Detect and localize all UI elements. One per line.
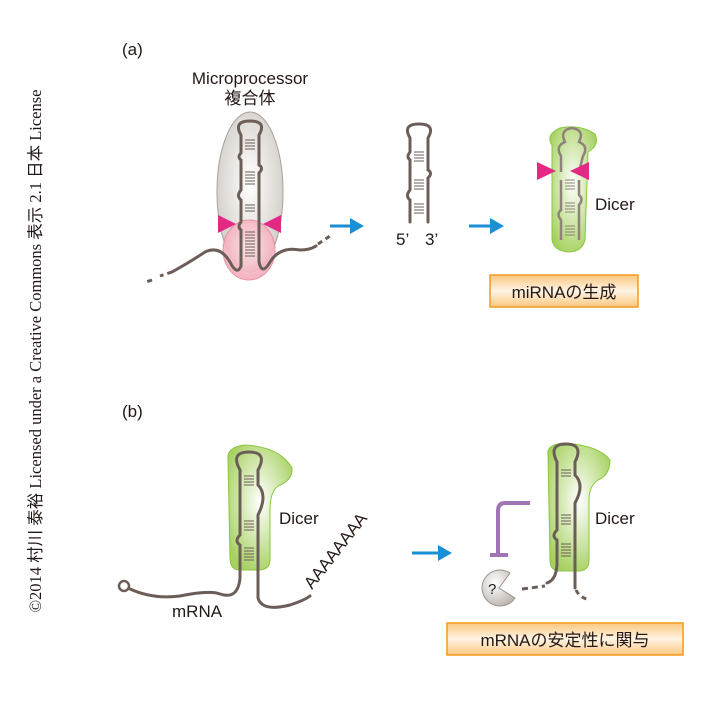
unknown-factor: ?	[481, 569, 546, 607]
pri-mirna-strand	[170, 119, 318, 274]
panel-b-label: (b)	[122, 402, 143, 421]
base-pairs	[245, 139, 255, 257]
unknown-factor-body	[481, 569, 516, 607]
arrow-a2	[469, 218, 504, 234]
mirna-generation-text: miRNAの生成	[512, 283, 617, 302]
mrna-stability-text: mRNAの安定性に関与	[480, 631, 649, 650]
dicer-label-b-right: Dicer	[595, 509, 635, 528]
dicer-mrna-complex	[117, 444, 312, 609]
pre-mirna-hairpin	[406, 122, 432, 224]
dicer-a	[537, 126, 597, 253]
mrna-strand	[122, 450, 312, 609]
three-prime-label: 3’	[425, 230, 438, 249]
microprocessor-label: Microprocessor	[192, 69, 309, 88]
cleavage-marker-left	[218, 215, 236, 233]
dicer-cleavage-left	[537, 162, 556, 180]
unknown-factor-mark: ?	[488, 581, 496, 598]
result-box-b: mRNAの安定性に関与	[446, 622, 684, 656]
microprocessor-complex-label: 複合体	[225, 89, 276, 108]
arrow-a1	[330, 218, 364, 234]
dicer-b-right	[545, 442, 611, 602]
cleavage-marker-right	[263, 215, 281, 233]
five-prime-label: 5’	[396, 230, 409, 249]
rna-dashed-end-right	[317, 234, 331, 246]
degraded-rna-left	[521, 584, 546, 591]
degraded-rna-right	[574, 589, 591, 602]
dicer-label-a: Dicer	[595, 195, 635, 214]
mrna-5prime-cap	[117, 579, 131, 593]
dicer-cleavage-right	[570, 162, 589, 180]
microprocessor-complex	[145, 111, 331, 284]
panel-a-label: (a)	[122, 40, 143, 59]
mrna-label: mRNA	[172, 602, 223, 621]
arrow-b	[412, 545, 452, 561]
dicer-label-b-left: Dicer	[279, 509, 319, 528]
result-box-a: miRNAの生成	[489, 274, 639, 308]
rna-dashed-end-left	[145, 270, 173, 284]
inhibition-symbol	[490, 501, 530, 557]
